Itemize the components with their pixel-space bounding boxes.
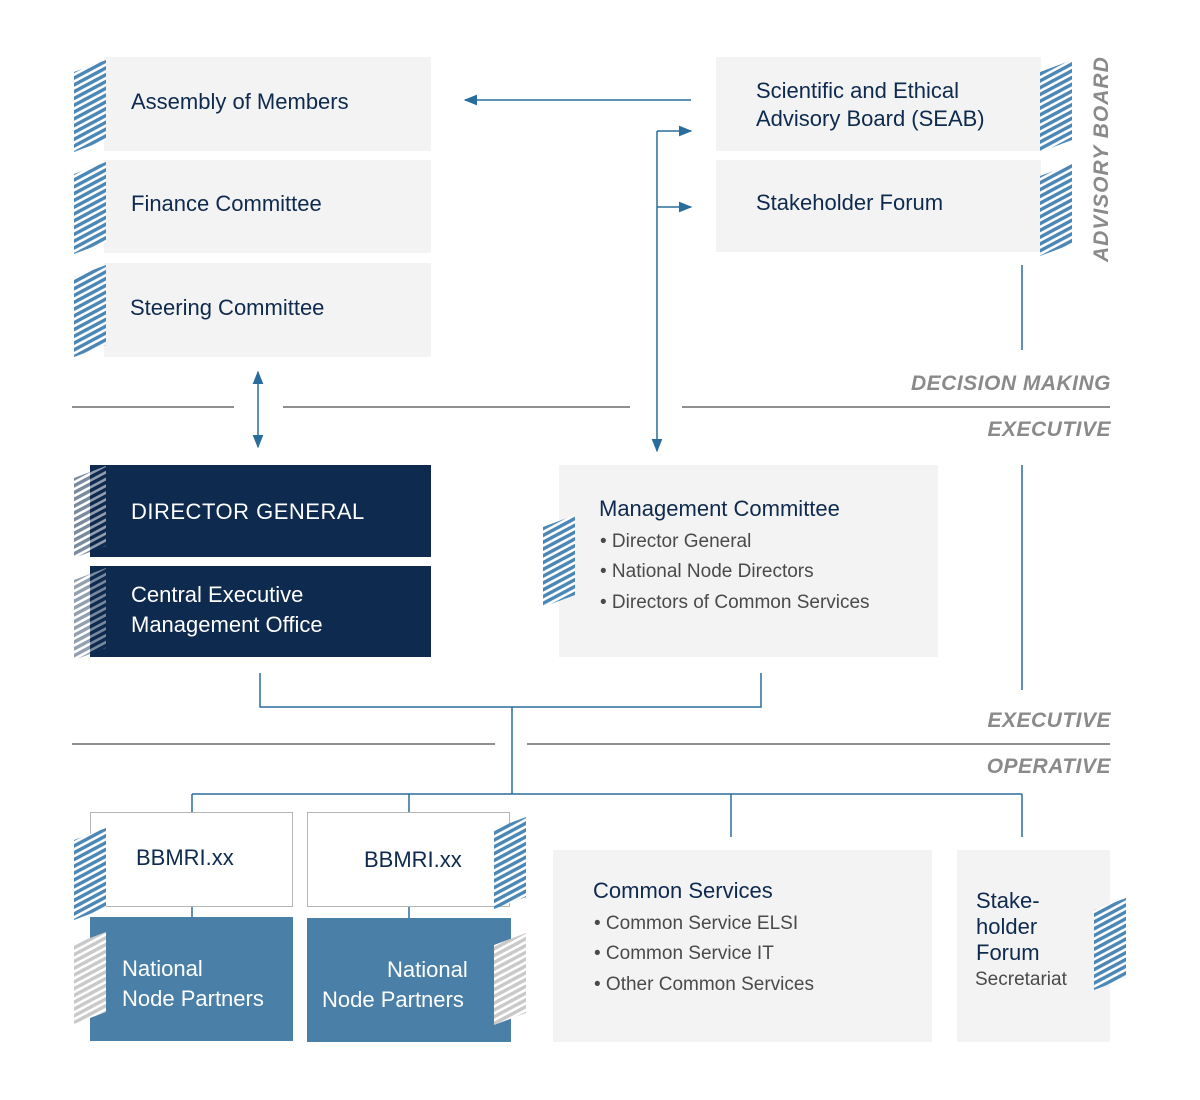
steering-committee-box [104, 263, 431, 357]
stripe-director-general [74, 466, 106, 558]
stripe-nnp-left [74, 932, 106, 1024]
management-committee-item: • Directors of Common Services [600, 592, 870, 613]
nnp-left-label-line2: Node Partners [122, 986, 264, 1011]
common-services-item: • Common Service ELSI [594, 913, 799, 934]
divider-decision-executive-1 [72, 406, 234, 408]
national-node-partners-left-box [90, 917, 293, 1041]
executive-label-bottom: EXECUTIVE [987, 709, 1111, 732]
stripe-bbmri-left [74, 828, 106, 920]
stripe-stakeholder [1040, 164, 1072, 256]
stripe-finance [74, 162, 106, 254]
assembly-of-members-box [104, 57, 431, 151]
stakeholder-forum-secretariat-box [957, 850, 1110, 1042]
stripe-central-office [74, 568, 106, 660]
shf-label-line2: holder [976, 914, 1038, 939]
common-services-item: • Other Common Services [594, 974, 814, 995]
stripe-decorations [74, 60, 1126, 1025]
stripe-seab [1040, 60, 1072, 152]
bbmri-right-label: BBMRI.xx [364, 847, 462, 872]
seab-box [716, 57, 1041, 151]
stripe-nnp-right [494, 933, 526, 1025]
executive-label-top: EXECUTIVE [987, 418, 1111, 441]
shf-label-line3: Forum [976, 940, 1040, 965]
central-executive-label-line2: Management Office [131, 612, 323, 637]
management-committee-box [559, 465, 938, 657]
shf-label-line1: Stake- [976, 888, 1040, 913]
common-services-box [553, 850, 932, 1042]
divider-executive-operative-2 [527, 743, 1110, 745]
divider-executive-operative-1 [72, 743, 495, 745]
management-committee-title: Management Committee [599, 496, 840, 521]
stripe-shf [1094, 898, 1126, 990]
steering-committee-label: Steering Committee [130, 295, 325, 320]
central-executive-office-box [90, 566, 431, 657]
bbmri-right-box [307, 812, 510, 907]
shf-secretariat-label: Secretariat [975, 969, 1067, 990]
decision-making-label: DECISION MAKING [910, 372, 1111, 395]
director-general-box [90, 465, 431, 557]
common-services-title: Common Services [593, 878, 773, 903]
divider-decision-executive-2 [283, 406, 630, 408]
stripe-steering [74, 265, 106, 357]
director-general-label: DIRECTOR GENERAL [131, 499, 365, 524]
central-executive-label-line1: Central Executive [131, 582, 304, 607]
nnp-left-label-line1: National [122, 956, 203, 981]
bracket-executive [259, 673, 762, 708]
stakeholder-forum-label: Stakeholder Forum [756, 190, 944, 215]
seab-label-line2: Advisory Board (SEAB) [756, 106, 985, 131]
assembly-of-members-label: Assembly of Members [131, 89, 349, 114]
management-committee-item: • Director General [600, 531, 752, 552]
finance-committee-label: Finance Committee [131, 191, 322, 216]
seab-label-line1: Scientific and Ethical [756, 78, 959, 103]
stripe-assembly [74, 60, 106, 152]
stakeholder-forum-box [716, 160, 1041, 252]
nnp-right-label-line2: Node Partners [322, 987, 464, 1012]
operative-label: OPERATIVE [986, 755, 1111, 778]
connectors [191, 94, 1023, 918]
national-node-partners-right-box [307, 918, 511, 1042]
bbmri-left-label: BBMRI.xx [136, 845, 234, 870]
finance-committee-box [104, 160, 431, 253]
management-committee-item: • National Node Directors [600, 561, 814, 582]
stripe-bbmri-right [494, 817, 526, 909]
bbmri-left-box [90, 812, 293, 907]
divider-decision-executive-3 [682, 406, 1110, 408]
nnp-right-label-line1: National [387, 957, 468, 982]
common-services-item: • Common Service IT [594, 943, 774, 964]
stripe-management [543, 515, 575, 607]
